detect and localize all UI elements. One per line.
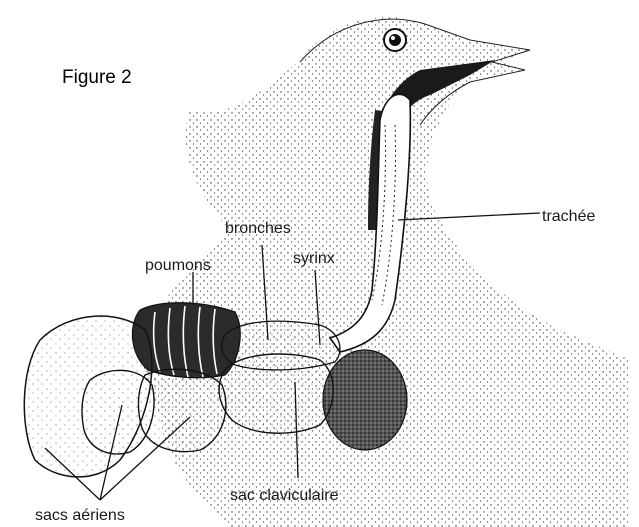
label-clavicular-sac: sac claviculaire [230, 487, 339, 504]
air-sac-right [138, 369, 225, 451]
label-lungs: poumons [145, 257, 211, 274]
dark-mass [323, 350, 407, 450]
label-bronchi: bronches [225, 220, 291, 237]
figure-title: Figure 2 [62, 67, 132, 88]
label-syrinx: syrinx [293, 250, 335, 267]
clavicular-sac [219, 354, 333, 433]
label-air-sacs: sacs aériens [35, 507, 125, 524]
label-trachea: trachée [542, 208, 595, 225]
